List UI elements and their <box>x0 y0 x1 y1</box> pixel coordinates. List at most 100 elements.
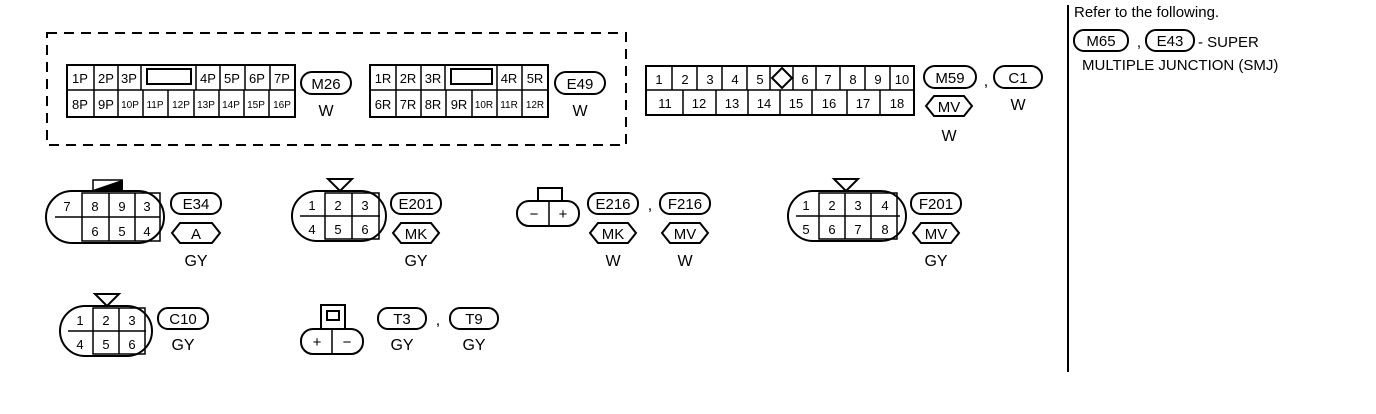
pin-label: 10P <box>121 100 139 111</box>
pin-label: 5 <box>102 337 109 352</box>
connector-color: W <box>572 103 588 120</box>
connector-tag: F201 <box>919 196 953 213</box>
pin-label: 3 <box>143 199 150 214</box>
pin-label: 2P <box>98 71 114 86</box>
connector-tag: M65 <box>1086 33 1115 50</box>
connector-color: GY <box>924 253 947 270</box>
pin-label: 8 <box>881 222 888 237</box>
pin-label: 2 <box>334 198 341 213</box>
pin-label: 9 <box>874 72 881 87</box>
pin-label: 6 <box>91 224 98 239</box>
pin-label: 4P <box>200 71 216 86</box>
pin-label: 8 <box>849 72 856 87</box>
e216-tags: E216 , F216 MK MV W W <box>587 192 711 270</box>
dashed-group-box <box>46 32 627 146</box>
connector-color: W <box>677 253 693 270</box>
connector-color: W <box>941 128 957 145</box>
pin-label: 11 <box>658 96 672 111</box>
e201-tags: E201 MK GY <box>390 192 442 270</box>
connector-color: GY <box>404 253 427 270</box>
connector-color: GY <box>171 337 194 354</box>
e49-pin-labels: 1R 2R 3R 4R 5R 6R 7R 8R 9R 10R 11R 12R <box>375 71 544 112</box>
pin-label: 2 <box>681 72 688 87</box>
separator: , <box>648 197 652 214</box>
t3-pin-labels: + − <box>313 334 352 351</box>
pin-label: 3 <box>854 198 861 213</box>
connector-e34 <box>45 179 165 244</box>
connector-t3 <box>300 304 364 355</box>
connector-e216 <box>516 187 580 227</box>
pin-label: 13 <box>725 96 739 111</box>
connector-tag: E49 <box>567 76 594 93</box>
pin-label: 4 <box>731 72 738 87</box>
pin-label: 15 <box>789 96 803 111</box>
connector-color: GY <box>462 337 485 354</box>
pin-label: 5 <box>334 222 341 237</box>
pin-label: 13P <box>197 100 215 111</box>
connector-f201 <box>787 178 907 242</box>
pin-label: − <box>530 206 539 223</box>
pin-label: 9R <box>451 97 468 112</box>
c10-tags: C10 GY <box>157 307 209 354</box>
connector-subtag: MK <box>405 226 428 243</box>
connector-color: W <box>1010 97 1026 114</box>
pin-label: + <box>559 206 568 223</box>
pin-label: 5 <box>802 222 809 237</box>
note-line: Refer to the following. <box>1074 4 1219 21</box>
c10-pin-labels: 1 2 3 4 5 6 <box>76 313 135 352</box>
pin-label: 16P <box>273 100 291 111</box>
separator: , <box>984 73 988 90</box>
separator: , <box>436 312 440 329</box>
pin-label: 16 <box>822 96 836 111</box>
e216-pin-labels: − + <box>530 206 568 223</box>
pin-label: 10R <box>475 100 493 111</box>
pin-label: 1 <box>308 198 315 213</box>
pin-label: 6 <box>801 72 808 87</box>
pin-label: 7P <box>274 71 290 86</box>
connector-m26 <box>66 64 296 118</box>
connector-tag: M26 <box>311 76 340 93</box>
connector-subtag: MV <box>925 226 948 243</box>
pin-label: + <box>313 334 322 351</box>
connector-subtag: MV <box>674 226 697 243</box>
pin-label: 17 <box>856 96 870 111</box>
pin-label: 2 <box>828 198 835 213</box>
pin-label: 15P <box>247 100 265 111</box>
pin-label: 6P <box>249 71 265 86</box>
pin-label: 10 <box>895 72 909 87</box>
pin-label: 11R <box>500 100 518 111</box>
pin-label: 14P <box>222 100 240 111</box>
note-line: - SUPER <box>1198 34 1259 51</box>
pin-label: 11P <box>146 100 163 111</box>
connector-color: W <box>318 103 334 120</box>
m59-tags: M59 , C1 MV W W <box>923 65 1043 145</box>
connector-color: W <box>605 253 621 270</box>
pin-label: 1R <box>375 71 392 86</box>
connector-subtag: MV <box>938 99 961 116</box>
pin-label: 9 <box>118 199 125 214</box>
pin-label: 4 <box>143 224 150 239</box>
connector-tag: M59 <box>935 70 964 87</box>
connector-color: GY <box>184 253 207 270</box>
pin-label: 2 <box>102 313 109 328</box>
pin-label: 5R <box>527 71 544 86</box>
separator: , <box>1137 34 1141 51</box>
t3-tags: T3 , T9 GY GY <box>377 307 499 354</box>
connector-tag: T9 <box>465 311 483 328</box>
pin-label: − <box>343 334 352 351</box>
e49-tag: E49 W <box>554 71 606 120</box>
pin-label: 1P <box>72 71 88 86</box>
e34-tags: E34 A GY <box>170 192 222 270</box>
pin-label: 4 <box>881 198 888 213</box>
pin-label: 14 <box>757 96 771 111</box>
pin-label: 6 <box>828 222 835 237</box>
pin-label: 1 <box>802 198 809 213</box>
pin-label: 4 <box>76 337 83 352</box>
pin-label: 7 <box>854 222 861 237</box>
pin-label: 5P <box>224 71 240 86</box>
connector-tag: E34 <box>183 196 210 213</box>
pin-label: 3 <box>128 313 135 328</box>
pin-label: 9P <box>98 97 114 112</box>
m59-pin-labels: 1 2 3 4 5 6 7 8 9 10 11 12 13 14 15 16 1… <box>655 72 909 111</box>
